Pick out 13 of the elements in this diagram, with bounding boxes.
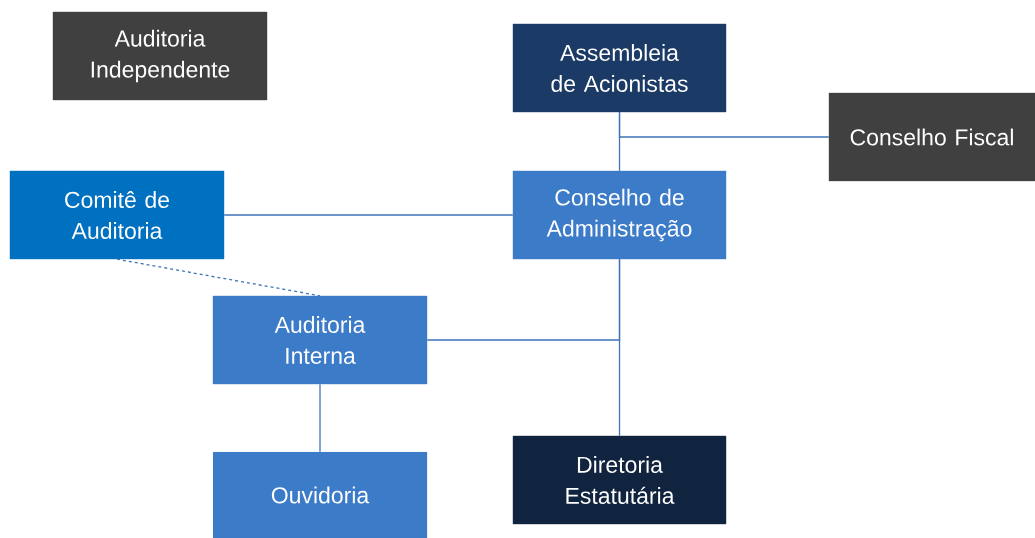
org-box: Ouvidoria (212, 451, 428, 538)
org-box: Conselho de Administração (512, 170, 727, 260)
org-box: Comitê de Auditoria (9, 170, 225, 260)
org-box: Diretoria Estatutária (512, 435, 727, 525)
org-box: Assembleia de Acionistas (512, 23, 727, 113)
connector-line (116, 258, 321, 297)
org-box: Conselho Fiscal (828, 92, 1035, 182)
connector-line (319, 383, 321, 453)
connector-line (223, 214, 514, 216)
org-box: Auditoria Independente (52, 11, 268, 101)
connector-line (618, 258, 621, 437)
org-box: Auditoria Interna (212, 295, 428, 385)
connector-line (618, 111, 830, 138)
